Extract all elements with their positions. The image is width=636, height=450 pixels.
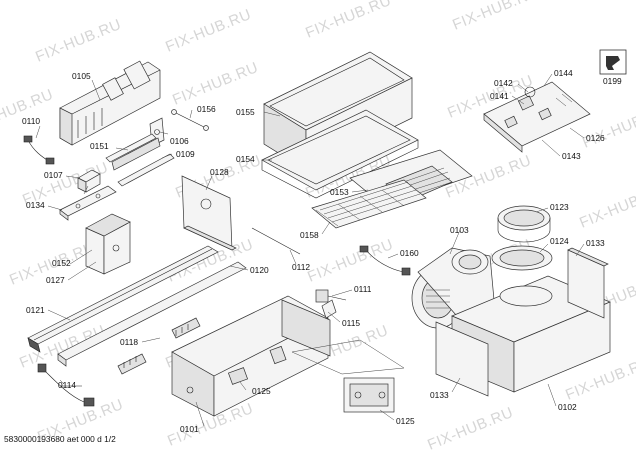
- label-0101: 0101: [180, 424, 199, 434]
- label-0128: 0128: [210, 167, 229, 177]
- label-0109: 0109: [176, 149, 195, 159]
- label-0103: 0103: [450, 225, 469, 235]
- label-0158: 0158: [300, 230, 319, 240]
- label-0110: 0110: [22, 116, 40, 126]
- watermark: FIX-HUB.RU: [305, 236, 396, 286]
- part-0154-shape: [261, 109, 419, 199]
- part-0127-shape: [85, 213, 131, 275]
- part-0110-shape: [23, 135, 55, 165]
- label-0105: 0105: [72, 71, 91, 81]
- label-0107: 0107: [44, 170, 63, 180]
- part-labels: 0105 0110 0156 0106 0151 0109 0107 0134 …: [22, 68, 622, 434]
- part-0107-shape: [77, 169, 101, 193]
- part-0125-shape: [227, 339, 405, 413]
- watermark: FIX-HUB.RU: [170, 59, 261, 109]
- label-0144: 0144: [554, 68, 573, 78]
- part-0126-shape: [483, 81, 591, 153]
- label-0153: 0153: [330, 187, 349, 197]
- label-0143: 0143: [562, 151, 581, 161]
- part-0111-shape: [315, 289, 347, 303]
- label-0154: 0154: [236, 154, 255, 164]
- part-0156-shape: [171, 109, 209, 131]
- label-0199: 0199: [603, 76, 622, 86]
- part-0134-shape: [59, 185, 117, 221]
- label-0106: 0106: [170, 136, 189, 146]
- label-0126: 0126: [586, 133, 605, 143]
- label-0155: 0155: [236, 107, 255, 117]
- part-0158-shape: [311, 179, 427, 229]
- part-0103-shape: [411, 247, 495, 329]
- part-0121-shape: [27, 245, 219, 353]
- watermark: FIX-HUB.RU: [425, 404, 516, 450]
- watermark: FIX-HUB.RU: [580, 102, 636, 152]
- leader-lines: [35, 73, 585, 427]
- label-0123: 0123: [550, 202, 569, 212]
- label-0114: 0114: [58, 380, 76, 390]
- label-0127: 0127: [46, 275, 65, 285]
- part-0112-shape: [251, 227, 301, 255]
- part-0120-shape: [57, 261, 247, 367]
- part-0118-shape: [117, 317, 201, 375]
- label-0111: 0111: [354, 284, 372, 294]
- label-0124: 0124: [550, 236, 569, 246]
- part-0128-shape: [181, 175, 237, 251]
- label-0151: 0151: [90, 141, 109, 151]
- label-0133-bottom: 0133: [430, 390, 449, 400]
- label-0142: 0142: [494, 78, 513, 88]
- part-0199-document-icon: [599, 49, 627, 75]
- watermark: FIX-HUB.RU: [303, 0, 394, 42]
- label-0160: 0160: [400, 248, 419, 258]
- label-0156: 0156: [197, 104, 216, 114]
- label-0125-left: 0125: [252, 386, 271, 396]
- label-0125-right: 0125: [396, 416, 415, 426]
- footer-document-id: 5830000193680 aet 000 d 1/2: [4, 434, 116, 444]
- label-0152: 0152: [52, 258, 71, 268]
- label-0112: 0112: [292, 262, 310, 272]
- label-0118: 0118: [120, 337, 138, 347]
- part-0123-shape: [497, 205, 551, 243]
- part-0101-shape: [171, 295, 331, 417]
- watermark: FIX-HUB.RU: [0, 86, 56, 136]
- label-0121: 0121: [26, 305, 45, 315]
- part-0105-shape: [59, 60, 161, 146]
- watermark: FIX-HUB.RU: [163, 6, 254, 56]
- part-0160-shape: [359, 245, 411, 276]
- watermark: FIX-HUB.RU: [577, 182, 636, 232]
- watermark: FIX-HUB.RU: [450, 0, 541, 34]
- label-0102: 0102: [558, 402, 577, 412]
- label-0120: 0120: [250, 265, 269, 275]
- label-0134: 0134: [26, 200, 45, 210]
- part-0114-shape: [37, 363, 95, 407]
- part-0151-shape: [105, 133, 175, 187]
- part-0115-shape: [321, 299, 337, 319]
- label-0115: 0115: [342, 318, 360, 328]
- label-0133-right: 0133: [586, 238, 605, 248]
- part-0124-shape: [491, 245, 553, 271]
- watermark: FIX-HUB.RU: [33, 16, 124, 66]
- part-0133-shape: [435, 247, 609, 397]
- label-0141: 0141: [490, 91, 509, 101]
